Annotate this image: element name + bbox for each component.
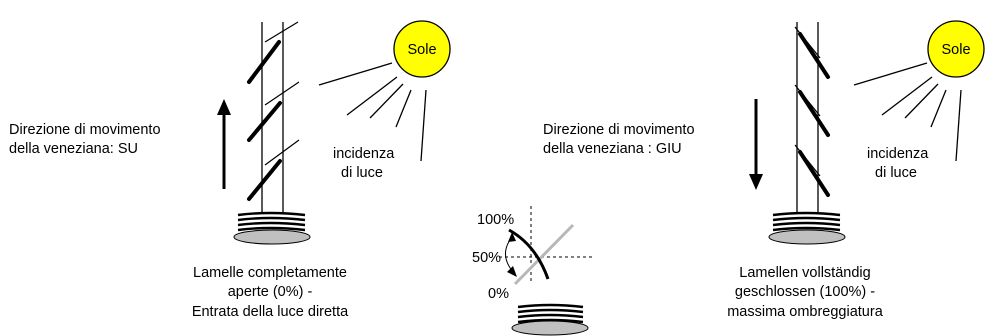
up-arrow-icon (217, 99, 231, 189)
left-caption-line2: aperte (0%) - (228, 284, 313, 300)
left-incidence-line2: di luce (341, 165, 383, 181)
left-sun-icon (393, 20, 451, 78)
right-panel: Sole Direzione di movimento della venezi… (543, 20, 985, 320)
center-panel: 100% 50% 0% (472, 206, 593, 336)
left-caption-line1: Lamelle completamente (193, 265, 347, 281)
right-direction-line1: Direzione di movimento (543, 122, 695, 138)
right-slat (794, 144, 830, 197)
left-incidence-line1: incidenza (333, 146, 395, 162)
left-caption-line3: Entrata della luce diretta (192, 304, 349, 320)
right-sun-label: Sole (941, 42, 970, 58)
down-arrow-icon (749, 99, 763, 190)
right-direction-line2: della veneziana : GIU (543, 141, 682, 157)
right-caption-line3: massima ombreggiatura (727, 304, 883, 320)
right-caption-line1: Lamellen vollständig (739, 265, 870, 281)
tilt-range-arrow-icon (505, 232, 517, 277)
label-50-percent: 50% (472, 250, 501, 266)
left-bottom-rail (233, 229, 311, 245)
right-bottom-rail (768, 229, 846, 245)
right-incidence-line1: incidenza (867, 146, 929, 162)
right-slat-stack (772, 211, 841, 232)
left-panel: Sole Direzione di movimento della venezi… (9, 20, 451, 320)
left-slat (247, 81, 300, 142)
left-sun-label: Sole (407, 42, 436, 58)
right-incidence-line2: di luce (875, 165, 917, 181)
right-slat (794, 26, 830, 79)
right-slat (794, 84, 830, 137)
left-slat (247, 21, 299, 84)
closed-slat-position (508, 228, 550, 280)
label-0-percent: 0% (488, 286, 509, 302)
left-direction-line2: della veneziana: SU (9, 141, 138, 157)
right-sun-icon (927, 20, 985, 78)
left-direction-line1: Direzione di movimento (9, 122, 161, 138)
center-bottom-rail (511, 320, 589, 336)
left-slat (247, 139, 300, 201)
open-slat-position (513, 223, 575, 286)
center-slat-stack (517, 303, 584, 324)
right-caption-line2: geschlossen (100%) - (735, 284, 875, 300)
left-slat-stack (237, 211, 306, 232)
left-light-rays (318, 62, 427, 162)
label-100-percent: 100% (477, 212, 514, 228)
right-light-rays (853, 62, 962, 162)
